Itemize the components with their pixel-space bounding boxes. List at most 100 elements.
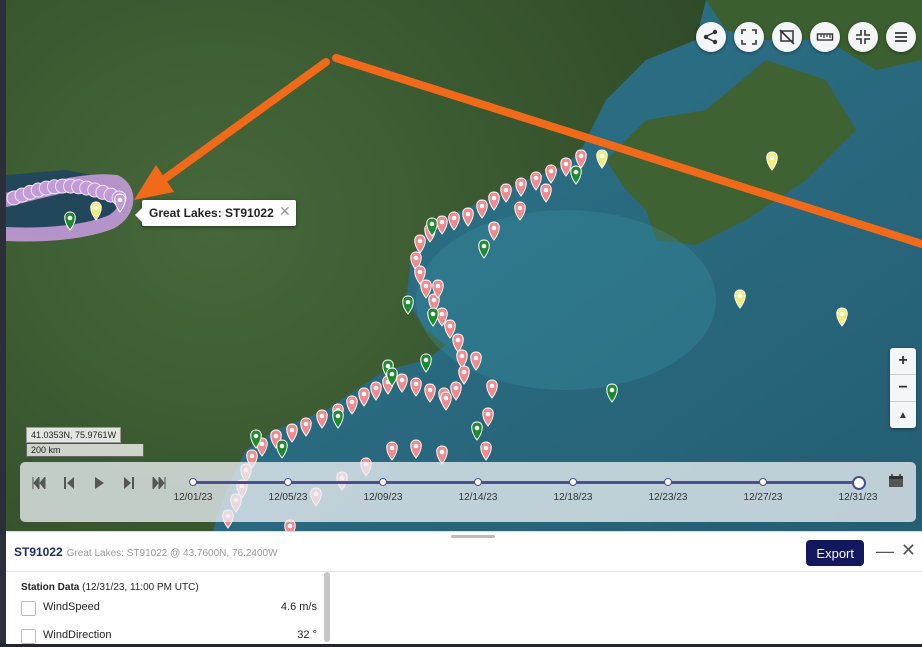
hide-labels-button[interactable] [772, 22, 802, 52]
coastal-marker[interactable] [424, 383, 436, 403]
coastal-marker[interactable] [410, 251, 422, 271]
coastal-marker[interactable] [428, 293, 440, 313]
coastal-marker[interactable] [458, 365, 470, 385]
close-icon[interactable]: ✕ [900, 540, 916, 560]
coastal-marker[interactable] [410, 439, 422, 459]
coastal-marker[interactable] [514, 201, 526, 221]
coastal-marker[interactable] [386, 441, 398, 461]
coastal-marker[interactable] [436, 215, 448, 235]
coastal-marker[interactable] [488, 191, 500, 211]
timeline-tick[interactable] [569, 478, 577, 486]
coastal-marker[interactable] [444, 319, 456, 339]
data-list-scrollbar[interactable] [324, 572, 330, 642]
windspeed-checkbox[interactable] [21, 601, 36, 616]
station-marker[interactable] [386, 367, 398, 387]
timeline-controls [30, 474, 168, 492]
coastal-marker[interactable] [515, 177, 527, 197]
selected-station-marker[interactable] [114, 193, 126, 213]
map-toolbar [696, 22, 916, 52]
station-marker[interactable] [606, 383, 618, 403]
timeline-tick[interactable] [379, 478, 387, 486]
timeline-tick[interactable] [664, 478, 672, 486]
station-marker[interactable] [478, 239, 490, 259]
timeline-tick[interactable] [474, 478, 482, 486]
coastal-marker[interactable] [575, 149, 587, 169]
station-marker[interactable] [64, 211, 76, 231]
collapse-button[interactable] [848, 22, 878, 52]
export-button[interactable]: Export [806, 540, 864, 566]
play-button[interactable] [90, 474, 108, 492]
coastal-marker[interactable] [370, 381, 382, 401]
station-marker[interactable] [471, 421, 483, 441]
winddirection-checkbox[interactable] [21, 629, 36, 644]
timeline-date-label: 12/05/23 [268, 492, 308, 503]
coastal-marker[interactable] [482, 407, 494, 427]
station-marker[interactable] [250, 429, 262, 449]
zoom-in-button[interactable]: + [890, 348, 916, 375]
skip-end-button[interactable] [150, 474, 168, 492]
zoom-out-button[interactable]: − [890, 375, 916, 402]
coastal-marker[interactable] [476, 199, 488, 219]
coastal-marker[interactable] [414, 265, 426, 285]
coastal-marker[interactable] [420, 279, 432, 299]
coastal-marker[interactable] [286, 423, 298, 443]
coastal-marker[interactable] [440, 391, 452, 411]
coastal-marker[interactable] [450, 381, 462, 401]
coastal-marker[interactable] [486, 379, 498, 399]
coastal-marker[interactable] [396, 373, 408, 393]
station-marker[interactable] [402, 295, 414, 315]
coastal-marker[interactable] [410, 377, 422, 397]
coastal-marker[interactable] [500, 183, 512, 203]
coastal-marker[interactable] [452, 333, 464, 353]
buoy-marker[interactable] [766, 151, 778, 171]
fullscreen-button[interactable] [734, 22, 764, 52]
timeline-tick[interactable] [284, 478, 292, 486]
coastal-marker[interactable] [560, 157, 572, 177]
coastal-marker[interactable] [540, 183, 552, 203]
coastal-marker[interactable] [530, 171, 542, 191]
compass-button[interactable]: ▲ [898, 409, 908, 421]
coastal-marker[interactable] [432, 279, 444, 299]
coastal-marker[interactable] [414, 234, 426, 254]
timeline-track[interactable] [189, 476, 866, 490]
step-forward-button[interactable] [120, 474, 138, 492]
maritimes-area [606, 60, 856, 245]
timeline-date-label: 12/01/23 [173, 492, 213, 503]
ruler-button[interactable] [810, 22, 840, 52]
buoy-marker[interactable] [836, 307, 848, 327]
station-marker[interactable] [570, 165, 582, 185]
station-marker[interactable] [276, 439, 288, 459]
popup-close-icon[interactable]: ✕ [279, 203, 291, 219]
data-row-value: 32 ° [297, 629, 317, 641]
station-marker[interactable] [332, 409, 344, 429]
timeline-tick[interactable] [852, 476, 866, 490]
coastal-marker[interactable] [436, 445, 448, 465]
timeline-tick[interactable] [759, 478, 767, 486]
coastal-marker[interactable] [462, 207, 474, 227]
buoy-marker[interactable] [734, 289, 746, 309]
minimize-icon[interactable]: — [876, 541, 894, 561]
timeline-tick[interactable] [189, 478, 197, 486]
panel-resize-grip[interactable] [451, 535, 495, 538]
station-marker[interactable] [427, 307, 439, 327]
coastal-marker[interactable] [488, 221, 500, 241]
layers-menu-button[interactable] [886, 22, 916, 52]
station-marker[interactable] [426, 217, 438, 237]
coastal-marker[interactable] [300, 417, 312, 437]
skip-start-button[interactable] [30, 474, 48, 492]
coastal-marker[interactable] [456, 349, 468, 369]
coastal-marker[interactable] [316, 409, 328, 429]
step-back-button[interactable] [60, 474, 78, 492]
calendar-icon[interactable] [888, 474, 904, 488]
buoy-marker[interactable] [596, 149, 608, 169]
buoy-marker[interactable] [90, 201, 102, 221]
coastal-marker[interactable] [470, 351, 482, 371]
station-subtitle: Great Lakes: ST91022 @ 43.7600N, 76.2400… [66, 548, 278, 559]
station-marker[interactable] [420, 353, 432, 373]
coastal-marker[interactable] [358, 387, 370, 407]
coastal-marker[interactable] [480, 441, 492, 461]
coastal-marker[interactable] [346, 395, 358, 415]
share-button[interactable] [696, 22, 726, 52]
coastal-marker[interactable] [545, 164, 557, 184]
coastal-marker[interactable] [448, 211, 460, 231]
